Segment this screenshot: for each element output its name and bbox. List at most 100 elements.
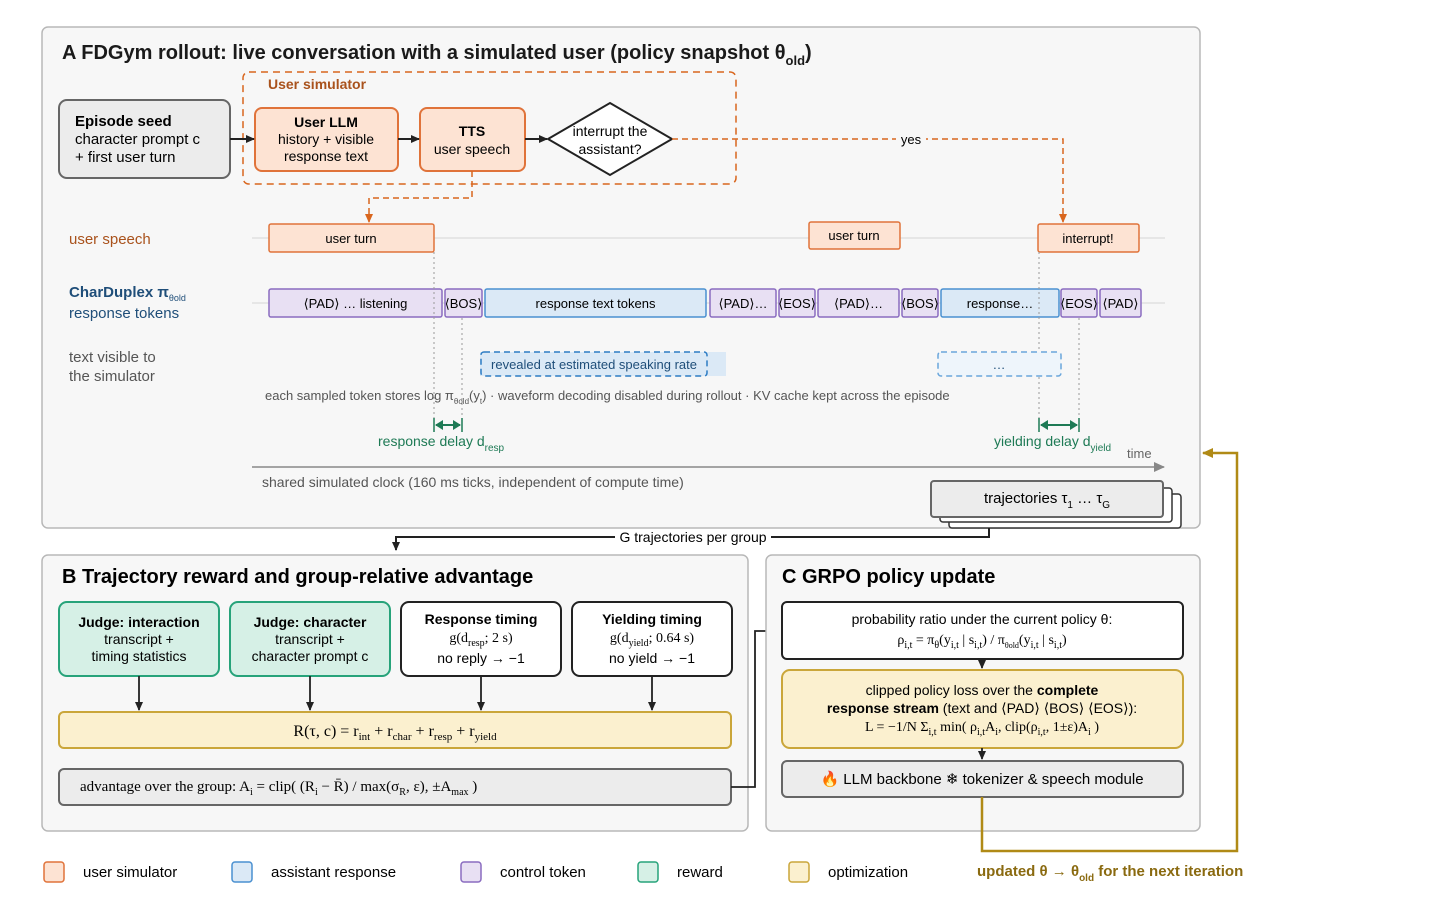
judge-interaction-title: Judge: interaction [78, 614, 199, 630]
token-box-10 [1099, 288, 1142, 318]
row-label-user-speech: user speech [69, 231, 151, 248]
legend-label-2: assistant response [271, 864, 396, 881]
response-timing-line1: g(dresp; 2 s) [449, 631, 513, 649]
row-label-text-visible-2: the simulator [69, 368, 155, 385]
token-label-3: response text tokens [536, 296, 656, 311]
group-label-bg [615, 529, 771, 545]
interrupt-line1: interrupt the [573, 123, 648, 139]
reward-formula-box [58, 711, 732, 749]
token-box-8 [940, 288, 1060, 318]
token-box-6 [817, 288, 900, 318]
user-simulator-label: User simulator [268, 76, 367, 92]
token-label-4: ⟨PAD⟩… [719, 296, 768, 311]
legend-label-1: user simulator [83, 864, 177, 881]
ratio-line2: ρi,t = πθ(yi,t | si,t) / πθold(yi,t | si… [897, 633, 1067, 651]
yielding-timing-title: Yielding timing [602, 611, 702, 627]
yielding-delay-head-left [1040, 420, 1048, 430]
advantage-formula: advantage over the group: Ai = clip( (Ri… [80, 779, 477, 798]
token-box-1 [268, 288, 443, 318]
tts-title: TTS [459, 123, 485, 139]
user-turn-segment-1 [268, 223, 435, 253]
yielding-timing-line1: g(dyield; 0.64 s) [610, 631, 695, 649]
judge-interaction-line1: transcript + [104, 631, 174, 647]
token-box-2 [444, 288, 483, 318]
update-label: updated θ → θold for the next iteration [977, 863, 1243, 884]
interrupt-segment [1037, 223, 1140, 253]
judge-character-title: Judge: character [254, 614, 367, 630]
token-box-3 [484, 288, 707, 318]
episode-seed-title: Episode seed [75, 113, 172, 130]
user-turn-label-1: user turn [325, 231, 376, 246]
token-box-4 [709, 288, 777, 318]
token-label-7: ⟨BOS⟩ [901, 296, 939, 311]
response-delay-label: response delay dresp [378, 433, 505, 454]
row-label-charduplex: CharDuplex πθold [69, 284, 186, 303]
arrow-tts-to-user-turn [365, 171, 473, 223]
episode-seed-line1: character prompt c [75, 131, 201, 148]
backbone-label: 🔥 LLM backbone ❄ tokenizer & speech modu… [820, 770, 1143, 788]
interrupt-line2: assistant? [578, 141, 641, 157]
row-label-text-visible-1: text visible to [69, 349, 156, 366]
legend-label-5: optimization [828, 864, 908, 881]
yes-label-bg [896, 131, 926, 147]
token-label-9: ⟨EOS⟩ [1060, 296, 1098, 311]
response-delay-head-left [435, 420, 443, 430]
time-label: time [1127, 446, 1152, 461]
loss-line1: clipped policy loss over the complete [866, 682, 1099, 698]
response-timing-title: Response timing [425, 611, 538, 627]
episode-seed-line2: + first user turn [75, 149, 175, 166]
revealed-box-2 [937, 351, 1062, 377]
clock-label: shared simulated clock (160 ms ticks, in… [262, 474, 684, 490]
legend-swatch-1 [43, 861, 65, 883]
legend-label-4: reward [677, 864, 723, 881]
tts-box [419, 107, 526, 172]
trajectory-stack-front [930, 480, 1164, 518]
panel-a-title: A FDGym rollout: live conversation with … [62, 42, 812, 68]
revealed-label-2: … [993, 357, 1006, 372]
revealed-highlight [480, 352, 726, 376]
legend-swatch-3 [460, 861, 482, 883]
judge-character-line2: character prompt c [252, 648, 369, 664]
user-simulator-group [242, 71, 737, 185]
response-timing-line2: no reply → −1 [437, 650, 525, 666]
token-label-5: ⟨EOS⟩ [778, 296, 816, 311]
loss-line2: response stream (text and ⟨PAD⟩ ⟨BOS⟩ ⟨E… [827, 700, 1137, 716]
legend-swatch-5 [788, 861, 810, 883]
loss-line3: L = −1/N Σi,t min( ρi,tAi, clip(ρi,t, 1±… [865, 720, 1099, 738]
legend-label-3: control token [500, 864, 586, 881]
user-llm-title: User LLM [294, 114, 358, 130]
user-turn-label-2: user turn [828, 228, 879, 243]
token-label-8: response… [967, 296, 1033, 311]
response-delay-head-right [453, 420, 461, 430]
reward-formula: R(τ, c) = rint + rchar + rresp + ryield [293, 723, 497, 743]
row-label-response-tokens: response tokens [69, 305, 179, 322]
ratio-line1: probability ratio under the current poli… [852, 611, 1113, 627]
yielding-delay-label: yielding delay dyield [994, 433, 1111, 454]
panel-b-title: B Trajectory reward and group-relative a… [62, 566, 533, 588]
tts-line1: user speech [434, 141, 510, 157]
token-label-6: ⟨PAD⟩… [834, 296, 883, 311]
revealed-label: revealed at estimated speaking rate [491, 357, 697, 372]
legend-swatch-4 [637, 861, 659, 883]
panel-c-title: C GRPO policy update [782, 566, 995, 588]
token-label-1: ⟨PAD⟩ … listening [304, 296, 408, 311]
interrupt-segment-label: interrupt! [1062, 231, 1113, 246]
yielding-timing-line2: no yield → −1 [609, 650, 695, 666]
token-label-10: ⟨PAD⟩ [1103, 296, 1139, 311]
user-turn-segment-2 [808, 221, 901, 250]
revealed-box [480, 351, 708, 377]
update-loop-arrow [980, 448, 1239, 853]
judge-interaction-line2: timing statistics [92, 648, 187, 664]
token-row: ⟨PAD⟩ … listening ⟨BOS⟩ response text toke… [268, 288, 1142, 318]
token-box-7 [901, 288, 939, 318]
judge-character-line1: transcript + [275, 631, 345, 647]
token-box-9 [1060, 288, 1098, 318]
yielding-delay-head-right [1070, 420, 1078, 430]
user-llm-line1: history + visible [278, 131, 374, 147]
rollout-note: each sampled token stores log πθold(yt) … [265, 388, 950, 406]
legend-swatch-2 [231, 861, 253, 883]
legend: user simulator assistant response control … [43, 861, 908, 883]
token-label-2: ⟨BOS⟩ [445, 296, 483, 311]
group-label: G trajectories per group [619, 529, 766, 545]
